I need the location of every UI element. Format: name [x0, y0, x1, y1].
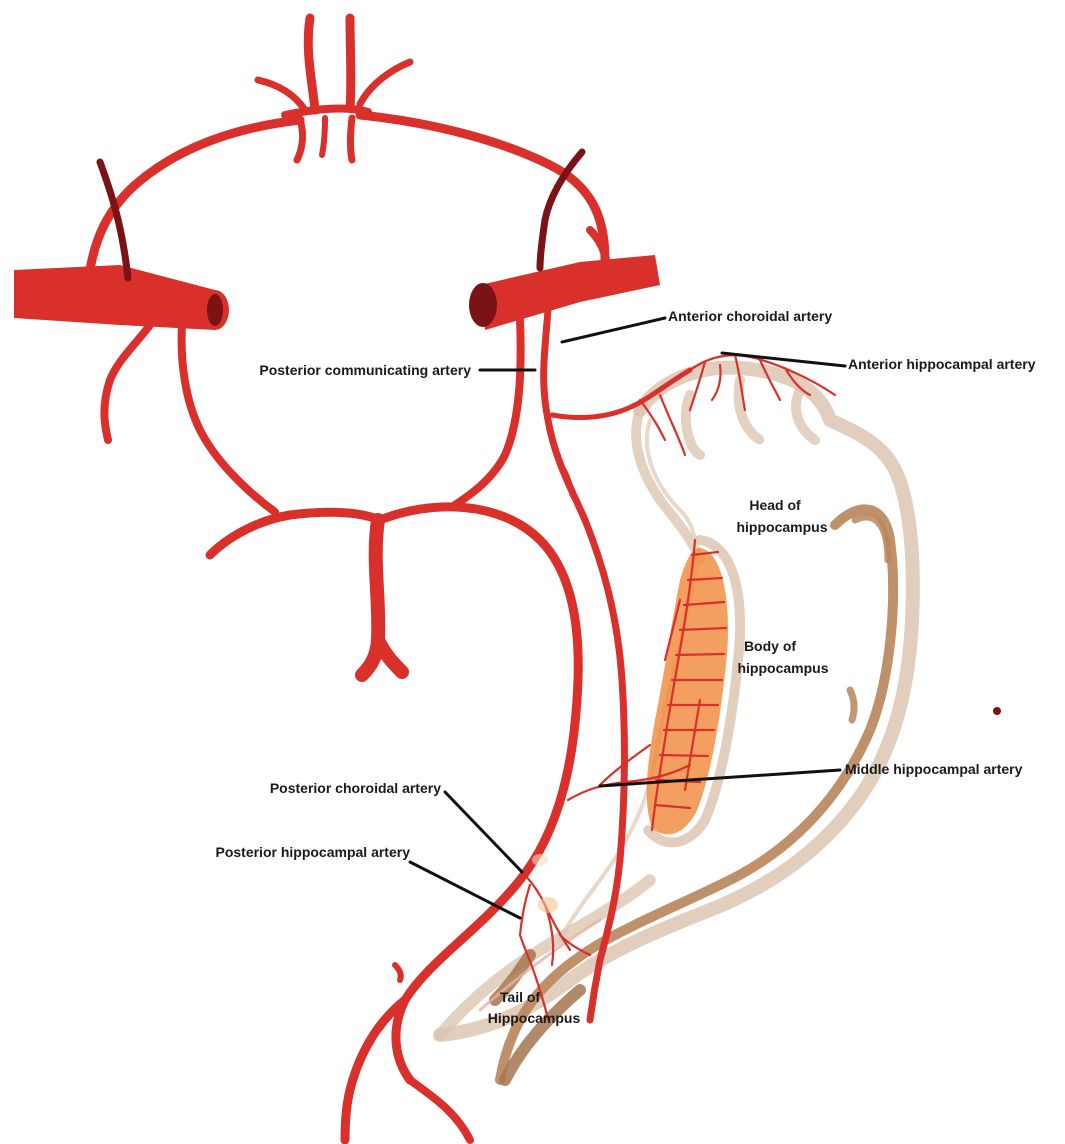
frontopolar-right — [360, 62, 410, 104]
label-posterior-choroidal-artery: Posterior choroidal artery — [270, 780, 441, 796]
anterior-cerebral-artery-right — [350, 18, 351, 108]
acom-left-drop — [297, 120, 303, 160]
tail-shading — [532, 854, 558, 913]
leader-posterior-hippocampal — [410, 862, 520, 918]
leader-posterior-choroidal — [445, 792, 522, 872]
label-posterior-communicating-artery: Posterior communicating artery — [259, 362, 471, 378]
anterior-cerebral-artery-left — [308, 18, 315, 110]
label-head-of-hippocampus-line2: hippocampus — [736, 519, 827, 535]
label-tail-of-hippocampus-line2: Hippocampus — [488, 1010, 581, 1026]
pca-small-branch — [395, 965, 401, 980]
leader-anterior-choroidal — [562, 318, 665, 342]
pca-lower-branch — [410, 1080, 470, 1140]
label-tail-of-hippocampus-line1: Tail of — [500, 989, 541, 1005]
label-posterior-hippocampal-artery: Posterior hippocampal artery — [215, 844, 410, 860]
label-body-of-hippocampus-line2: hippocampus — [737, 660, 828, 676]
tail-spot-2 — [532, 854, 548, 866]
label-body-of-hippocampus-line1: Body of — [744, 638, 796, 654]
label-anterior-hippocampal-artery: Anterior hippocampal artery — [848, 356, 1036, 372]
dark-vessels — [100, 152, 582, 278]
anterior-communicating-stem — [285, 109, 368, 115]
circle-right-arc — [360, 115, 605, 260]
internal-carotid-right — [469, 255, 660, 330]
label-middle-hippocampal-artery: Middle hippocampal artery — [845, 761, 1023, 777]
stray-dot — [993, 707, 1001, 715]
acom-right-drop — [351, 118, 353, 160]
circle-left-arc — [88, 120, 300, 285]
anterior-choroidal-sidebranch — [558, 460, 572, 495]
internal-carotid-left — [14, 265, 229, 330]
acom-mid — [322, 118, 325, 155]
posterior-communicating-artery-right — [455, 320, 521, 505]
posterior-communicating-artery-left — [182, 325, 275, 512]
frontopolar-left — [258, 80, 305, 110]
left-ica-lower-branch — [104, 325, 150, 440]
label-anterior-choroidal-artery: Anterior choroidal artery — [668, 308, 832, 324]
label-head-of-hippocampus-line1: Head of — [749, 497, 801, 513]
arteries — [88, 18, 690, 1140]
basilar-artery — [362, 520, 402, 675]
posterior-cerebral-left-p1 — [210, 512, 380, 555]
tail-spot — [538, 897, 558, 913]
